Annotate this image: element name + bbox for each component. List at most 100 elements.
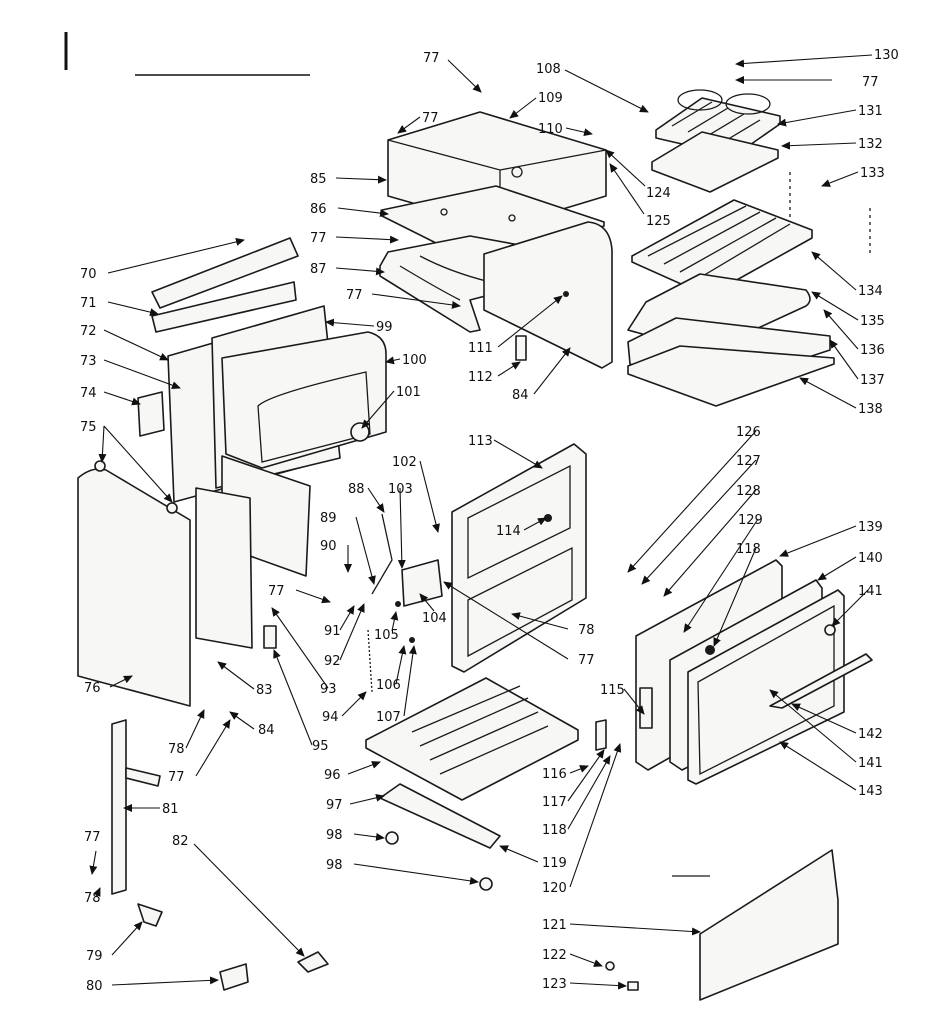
label-113: 113: [468, 434, 493, 449]
label-84: 84: [512, 388, 529, 403]
label-84: 84: [258, 723, 275, 738]
label-74: 74: [80, 386, 97, 401]
part-143-door: [687, 589, 845, 785]
part-121-drawer: [699, 849, 839, 1001]
label-75: 75: [80, 420, 97, 435]
label-118: 118: [736, 542, 761, 557]
center-door-frame: [367, 443, 587, 693]
label-77: 77: [168, 770, 185, 785]
part-71-back-strip: [151, 281, 297, 333]
part-70-trim-strip: [151, 237, 299, 309]
part-94-spring: [367, 629, 373, 693]
label-120: 120: [542, 881, 567, 896]
label-101: 101: [396, 385, 421, 400]
label-90: 90: [320, 539, 337, 554]
part-81-leg: [111, 719, 127, 895]
label-139: 139: [858, 520, 883, 535]
label-97: 97: [326, 798, 343, 813]
label-132: 132: [858, 137, 883, 152]
part-83-divider: [195, 487, 253, 649]
label-109: 109: [538, 91, 563, 106]
label-78: 78: [168, 742, 185, 757]
label-76: 76: [84, 681, 101, 696]
label-137: 137: [860, 373, 885, 388]
part-95-spacer: [263, 625, 277, 649]
label-92: 92: [324, 654, 341, 669]
part-74-bracket: [137, 391, 165, 437]
part-142-handle: [769, 653, 873, 709]
label-78: 78: [84, 891, 101, 906]
top-cover-assembly: [379, 111, 613, 369]
label-142: 142: [858, 727, 883, 742]
label-115: 115: [600, 683, 625, 698]
label-128: 128: [736, 484, 761, 499]
label-94: 94: [322, 710, 339, 725]
label-72: 72: [80, 324, 97, 339]
part-labels: 130 77 77 108 109 77 131 110 132 85 124 …: [80, 48, 899, 994]
label-125: 125: [646, 214, 671, 229]
label-77: 77: [268, 584, 285, 599]
part-80-plug: [219, 963, 249, 991]
label-135: 135: [860, 314, 885, 329]
label-140: 140: [858, 551, 883, 566]
label-99: 99: [376, 320, 393, 335]
label-131: 131: [858, 104, 883, 119]
label-108: 108: [536, 62, 561, 77]
label-73: 73: [80, 354, 97, 369]
label-123: 123: [542, 977, 567, 992]
part-100-oven-inner: [221, 331, 387, 469]
label-141: 141: [858, 584, 883, 599]
label-77: 77: [346, 288, 363, 303]
label-89: 89: [320, 511, 337, 526]
part-82-pad: [297, 951, 329, 973]
part-79-clip: [137, 903, 163, 927]
part-96-bottom-panel: [365, 677, 579, 801]
label-70: 70: [80, 267, 97, 282]
label-77: 77: [84, 830, 101, 845]
label-102: 102: [392, 455, 417, 470]
label-134: 134: [858, 284, 883, 299]
part-104-bracket: [401, 559, 443, 607]
label-129: 129: [738, 513, 763, 528]
label-80: 80: [86, 979, 103, 994]
label-77: 77: [578, 653, 595, 668]
label-105: 105: [374, 628, 399, 643]
label-98: 98: [326, 828, 343, 843]
label-82: 82: [172, 834, 189, 849]
label-83: 83: [256, 683, 273, 698]
label-122: 122: [542, 948, 567, 963]
label-110: 110: [538, 122, 563, 137]
label-78: 78: [578, 623, 595, 638]
label-127: 127: [736, 454, 761, 469]
label-124: 124: [646, 186, 671, 201]
part-84-side-panel-right: [483, 221, 613, 369]
bottom-drawer-assembly: [365, 677, 839, 1001]
label-104: 104: [422, 611, 447, 626]
label-91: 91: [324, 624, 341, 639]
label-133: 133: [860, 166, 885, 181]
label-107: 107: [376, 710, 401, 725]
label-88: 88: [348, 482, 365, 497]
label-143: 143: [858, 784, 883, 799]
part-75-screw: [94, 460, 106, 472]
label-114: 114: [496, 524, 521, 539]
part-101-knob: [350, 422, 370, 442]
label-121: 121: [542, 918, 567, 933]
label-136: 136: [860, 343, 885, 358]
label-111: 111: [468, 341, 493, 356]
label-71: 71: [80, 296, 97, 311]
leader-lines: [89, 54, 873, 990]
label-77: 77: [422, 111, 439, 126]
left-side-assembly: [77, 237, 387, 991]
label-81: 81: [162, 802, 179, 817]
label-93: 93: [320, 682, 337, 697]
label-79: 79: [86, 949, 103, 964]
part-113-frame: [451, 443, 587, 673]
label-85: 85: [310, 172, 327, 187]
part-98-foot: [385, 831, 399, 845]
label-100: 100: [402, 353, 427, 368]
label-118: 118: [542, 823, 567, 838]
label-77: 77: [423, 51, 440, 66]
label-95: 95: [312, 739, 329, 754]
label-112: 112: [468, 370, 493, 385]
